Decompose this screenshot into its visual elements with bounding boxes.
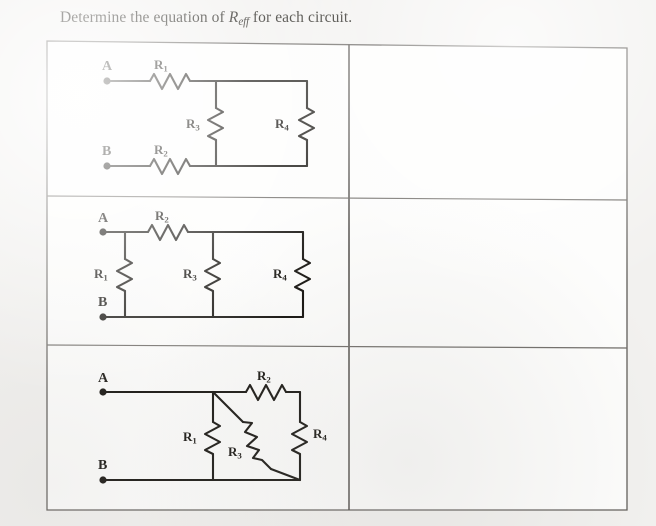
c3-label-r4: R4 <box>313 427 327 442</box>
c1-label-r3: R3 <box>186 117 200 132</box>
c1-terminal-b-label: B <box>102 144 112 159</box>
c1-label-r2-sub: 2 <box>163 148 168 159</box>
c1-label-r2: R2 <box>154 143 168 158</box>
c3-terminal-b-dot <box>99 476 107 484</box>
c1-label-r3-sub: 3 <box>195 122 200 133</box>
c1-label-r1-sub: 1 <box>163 63 168 74</box>
c2-label-r3-base: R <box>183 266 193 281</box>
c3-terminal-a-label: A <box>98 371 109 386</box>
c2-label-r2-sub: 2 <box>164 214 169 225</box>
c2-label-r3-sub: 3 <box>192 272 197 283</box>
c3-label-r4-base: R <box>313 426 323 441</box>
c3-label-r1: R1 <box>183 430 197 445</box>
c1-label-r2-base: R <box>154 142 164 157</box>
c1-label-r4: R4 <box>275 117 289 132</box>
c1-label-r4-sub: 4 <box>284 122 289 133</box>
c3-label-r3: R3 <box>228 445 242 460</box>
c2-label-r1-sub: 1 <box>103 272 108 283</box>
c1-label-r1-base: R <box>154 57 164 72</box>
c2-label-r4-sub: 4 <box>282 272 287 283</box>
c1-label-r3-base: R <box>186 116 196 131</box>
c2-terminal-b-label: B <box>98 295 108 310</box>
c3-terminal-b-label: B <box>98 458 108 473</box>
c3-label-r2: R2 <box>257 369 271 384</box>
c3-label-r4-sub: 4 <box>322 432 327 443</box>
c2-label-r1-base: R <box>94 266 104 281</box>
c2-label-r1: R1 <box>94 267 108 282</box>
c1-label-r4-base: R <box>275 116 285 131</box>
c3-resistor-r1-zigzag <box>203 420 222 456</box>
c1-label-r1: R1 <box>154 58 168 73</box>
c3-label-r2-sub: 2 <box>266 374 271 385</box>
c3-resistor-r4-zigzag <box>290 420 309 456</box>
c3-wire-r3-upper <box>211 390 245 424</box>
c3-label-r1-sub: 1 <box>192 435 197 446</box>
c3-resistor-r3-zigzag <box>241 420 273 471</box>
c1-terminal-a-label: A <box>102 59 113 74</box>
c2-terminal-a-label: A <box>98 211 109 226</box>
c3-wire-r3-lower <box>269 467 302 482</box>
c3-label-r3-base: R <box>228 444 238 459</box>
c3-resistor-r2-zigzag <box>244 383 288 402</box>
c3-terminal-a-dot <box>99 388 107 396</box>
c3-label-r1-base: R <box>183 429 193 444</box>
c3-label-r3-sub: 3 <box>237 450 242 461</box>
c2-label-r2: R2 <box>155 209 169 224</box>
c3-label-r2-base: R <box>257 368 267 383</box>
c2-label-r4: R4 <box>273 267 287 282</box>
c2-label-r4-base: R <box>273 266 283 281</box>
c2-label-r3: R3 <box>183 267 197 282</box>
c2-label-r2-base: R <box>155 208 165 223</box>
